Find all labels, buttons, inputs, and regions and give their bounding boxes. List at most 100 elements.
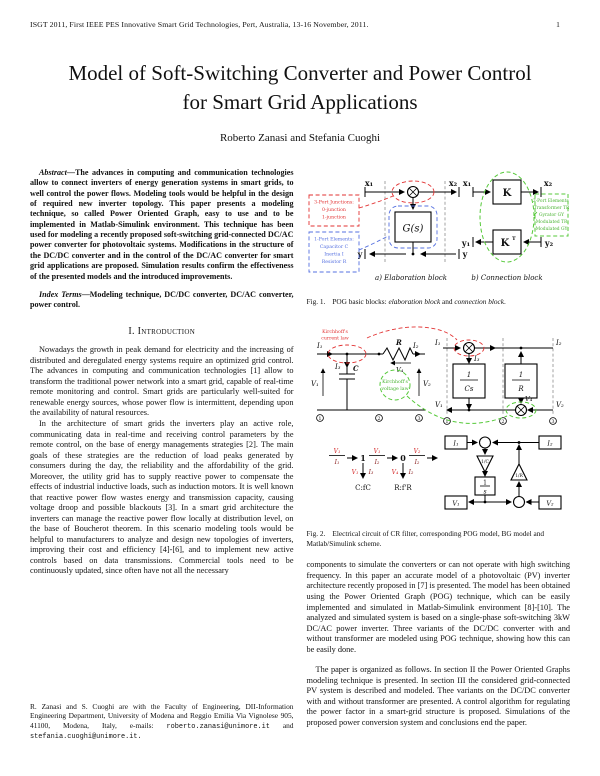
circuit-v1-label: V₁ xyxy=(311,380,319,388)
bg-f2-num: V₁ xyxy=(373,448,380,455)
simulink-diagram: I₁ I₂ 1/C 1 s xyxy=(443,435,562,510)
two-port-line2: Transformer TR xyxy=(533,206,568,211)
fig1-y1-label: y xyxy=(356,249,362,259)
pog-resistor-block xyxy=(503,363,538,399)
fig1-cy1-label: y₁ xyxy=(460,238,469,248)
pog-i2-label: I₂ xyxy=(555,339,562,347)
figure-2-caption-prefix: Fig. 2. xyxy=(306,529,326,539)
kvl-label-line2: voltage law xyxy=(380,386,408,392)
email-link-2[interactable]: stefania.cuoghi@unimore.it. xyxy=(30,733,142,742)
elements-callout-line2: Capacitor C xyxy=(319,244,348,250)
figure-2-caption-text: Electrical circuit of CR filter, corresp… xyxy=(306,529,545,548)
subfigure-b-label: b) Connection block xyxy=(471,274,542,282)
bg-f3-num: V₂ xyxy=(413,448,420,455)
paper-title: Model of Soft-Switching Converter and Po… xyxy=(68,61,532,114)
sim-1r-gain xyxy=(509,463,528,481)
bond-graph-diagram: V₁ I₁ 1 V₁ I₂ 0 V₂ I₂ xyxy=(328,448,438,492)
circuit-i3-label: I₃ xyxy=(334,363,341,371)
elaboration-block-diagram: G(s) x₁ x₂ y y 3-Port Junctions: 0-junct… xyxy=(308,178,467,282)
pog-v1-label: V₁ xyxy=(435,401,443,409)
junctions-callout-line1: 3-Port Junctions: xyxy=(314,199,354,205)
abstract-paragraph: Abstract—The advances in computing and c… xyxy=(30,168,294,282)
kvl-correspondence-curve xyxy=(406,396,507,425)
two-port-line3: Gyrator GY xyxy=(539,213,564,218)
bg-f2-den: I₂ xyxy=(373,459,379,466)
pog-v2-label: V₂ xyxy=(556,401,564,409)
kcl-highlight-ellipse xyxy=(327,344,366,364)
circuit-v2-label: V₂ xyxy=(423,380,431,388)
running-header: ISGT 2011, First IEEE PES Innovative Sma… xyxy=(30,20,570,29)
figure-1-caption-prefix: Fig. 1. xyxy=(306,296,326,306)
index-terms-label: Index Terms xyxy=(39,289,82,299)
red-callout-connector xyxy=(358,195,393,209)
gs-transfer-block xyxy=(393,211,432,243)
abstract-text: —The advances in computing and communica… xyxy=(30,167,294,281)
pog-kcl-ellipse xyxy=(453,339,484,357)
elaboration-wires xyxy=(364,185,459,259)
pog-i3-label: I₃ xyxy=(473,355,480,363)
left-column: Abstract—The advances in computing and c… xyxy=(30,168,294,756)
fig1-cy2-label: y₂ xyxy=(543,238,553,248)
right-paragraph-2: The paper is organized as follows. In se… xyxy=(306,665,571,727)
elements-highlight-box xyxy=(388,205,437,249)
email-link-1[interactable]: roberto.zanasi@unimore.it xyxy=(166,722,270,731)
green-callout-connector xyxy=(533,211,537,216)
circuit-r-label: R xyxy=(395,338,402,347)
kt-superscript-label: T xyxy=(512,236,516,242)
index-terms-paragraph: Index Terms—Modeling technique, DC/DC co… xyxy=(30,290,294,311)
sim-i1-label: I₁ xyxy=(452,440,458,448)
sim-v1-label: V₁ xyxy=(452,500,459,508)
page-number: 1 xyxy=(556,20,560,29)
blue-callout-connector xyxy=(358,235,388,251)
bg-d1-num: V₁ xyxy=(351,469,358,476)
footnote-text: R. Zanasi and S. Cuoghi are with the Fac… xyxy=(30,702,294,730)
subfigure-a-label: a) Elaboration block xyxy=(375,274,447,282)
pog-node3: 3 xyxy=(551,419,554,425)
elements-callout-line1: 1-Port Elements: xyxy=(314,236,354,242)
k-label: K xyxy=(502,188,511,199)
figure-1-caption-i2: connection block xyxy=(454,296,505,306)
sim-1c-gain xyxy=(475,455,494,474)
junctions-callout-box xyxy=(308,194,359,227)
fig1-x2-label: x₂ xyxy=(448,178,457,188)
two-port-line5: Modulated GY xyxy=(535,227,567,232)
paper-authors: Roberto Zanasi and Stefania Cuoghi xyxy=(219,131,381,144)
pog-node2: 2 xyxy=(501,419,504,425)
pog-kvl-ellipse xyxy=(505,401,536,419)
sim-int-den: s xyxy=(483,489,486,496)
bg-f3-den: I₂ xyxy=(413,459,419,466)
figure-1-caption: Fig. 1. POG basic blocks: elaboration blo… xyxy=(307,297,571,306)
sim-1r-label: 1/R xyxy=(515,474,523,479)
figure-2: I₁ I₂ I₃ C R V₄ V₁ V₂ 1 2 3 xyxy=(307,322,571,548)
circuit-i2-label: I₂ xyxy=(412,342,419,350)
abstract-label: Abstract xyxy=(39,167,67,177)
bg-junction-0: 0 xyxy=(400,453,406,463)
elements-callout-box xyxy=(308,231,359,273)
sim-top-sum xyxy=(478,436,491,449)
section-heading-introduction: I. Introduction xyxy=(128,325,196,337)
fig1-y2-label: y xyxy=(461,249,467,259)
sim-v1-block xyxy=(443,495,468,510)
fig1-cx1-label: x₁ xyxy=(462,178,470,188)
figure-1-caption-i1: elaboration block xyxy=(388,296,441,306)
connection-highlight-ellipse xyxy=(479,171,534,263)
pog-i1-label: I₁ xyxy=(434,339,441,347)
pog-cap-den: Cs xyxy=(464,385,473,393)
connection-block-diagram: K K T x₁ x₂ y₁ y₂ 2-Port Elements: Trans… xyxy=(460,171,569,282)
junctions-callout-line2: 0-junction xyxy=(322,207,346,213)
kt-base-label: K xyxy=(500,238,509,249)
sim-bottom-sum xyxy=(512,496,525,509)
circuit-node1: 1 xyxy=(318,416,321,422)
intro-paragraph-2: In the architecture of smart grids the i… xyxy=(30,419,294,576)
circuit-wires xyxy=(316,347,425,411)
sim-1c-label: 1/C xyxy=(481,460,489,465)
pog-res-num: 1 xyxy=(518,371,522,379)
kcl-label-line1: Kirchhoff's xyxy=(322,329,348,335)
bg-f1-num: V₁ xyxy=(333,448,340,455)
figure-1-caption-t1: POG basic blocks: xyxy=(332,296,389,306)
gs-label: G(s) xyxy=(402,223,423,234)
elaboration-guides xyxy=(384,180,445,264)
elements-callout-line4: Resistor R xyxy=(321,259,346,265)
kvl-highlight-circle xyxy=(379,369,410,401)
